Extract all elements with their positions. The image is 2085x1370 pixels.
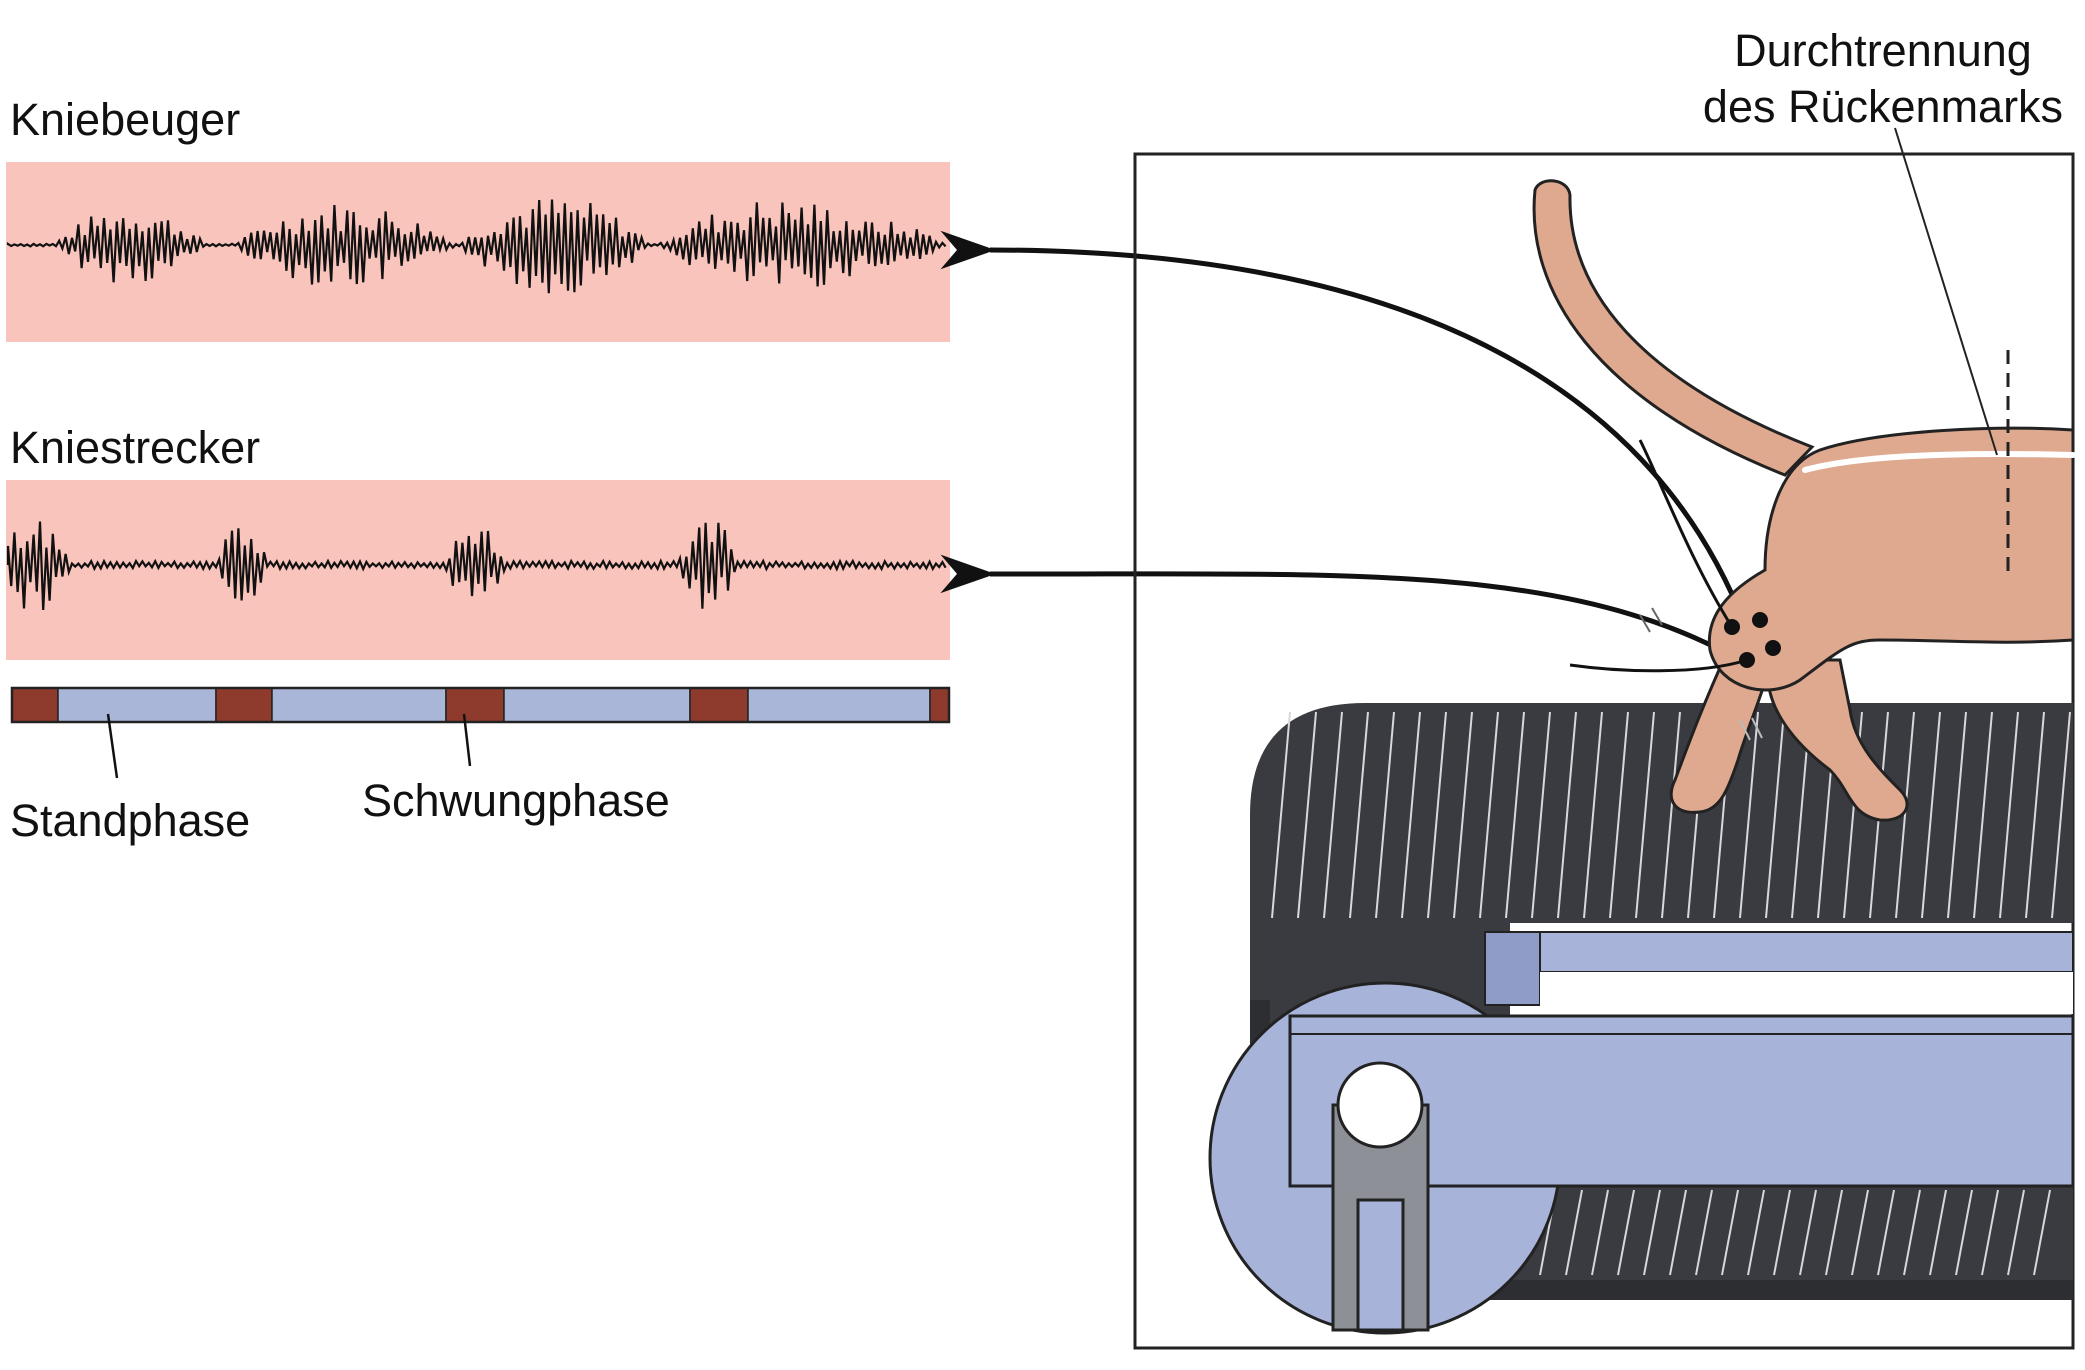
belt-stripes [1271, 711, 2071, 1276]
belt-stripe-lower [1929, 1189, 1947, 1276]
belt-stripe-lower [1669, 1189, 1687, 1276]
treadmill-top-rail [1484, 931, 2074, 973]
cat-hind-leg-front [1766, 658, 1909, 822]
belt-stripe [1271, 711, 1291, 919]
cat [1532, 127, 2076, 822]
extensor-arrow [940, 554, 1762, 675]
belt-stripe [1323, 711, 1343, 919]
belt-stripe-lower [1721, 1189, 1739, 1276]
extensor-label: Kniestrecker [10, 422, 261, 473]
motion-lines-1 [1639, 607, 1663, 633]
belt-stripe-lower [1617, 1189, 1635, 1276]
belt-stripe-lower [1747, 1189, 1765, 1276]
motion-lines-2 [1739, 717, 1763, 741]
belt-stripe [1349, 711, 1369, 919]
belt-stripe-lower [1825, 1189, 1843, 1276]
extensor-emg-trace [6, 521, 947, 611]
belt-stripe [1661, 711, 1681, 919]
belt-stripe [1895, 711, 1915, 919]
electrode-wire-1 [1638, 439, 1734, 628]
belt-stripe-lower [1981, 1189, 1999, 1276]
cat-body [1707, 426, 2075, 692]
belt-stripe [1427, 711, 1447, 919]
belt-stripe [1765, 711, 1785, 919]
treadmill-rail-brace [1484, 931, 1541, 1006]
lesion-label: Durchtrennung des Rückenmarks [1703, 23, 2063, 136]
treadmill-axle [1336, 1061, 1424, 1149]
belt-stripe [1453, 711, 1473, 919]
electrode-wire-2 [1569, 658, 1748, 673]
stance-phase-segment [503, 687, 691, 723]
belt-stripe [1635, 711, 1655, 919]
belt-stripe [1375, 711, 1395, 919]
belt-stripe [1947, 711, 1967, 919]
belt-stripe-lower [1799, 1189, 1817, 1276]
belt-stripe [2025, 711, 2045, 919]
stance-phase-segment [271, 687, 447, 723]
stance-pointer-line [106, 713, 119, 779]
belt-stripe [1583, 711, 1603, 919]
lesion-label-line-1: Durchtrennung [1734, 25, 2032, 76]
flexor-arrow [940, 230, 1748, 626]
belt-stripe-lower [1955, 1189, 1973, 1276]
belt-stripe [1297, 711, 1317, 919]
swing-phase-segment [11, 687, 59, 723]
treadmill-white-gap [1540, 972, 2073, 1014]
gait-phase-bar [11, 687, 950, 723]
swing-label: Schwungphase [362, 775, 670, 826]
belt-stripe [1557, 711, 1577, 919]
belt-stripe [1609, 711, 1629, 919]
belt-stripe-lower [1695, 1189, 1713, 1276]
swing-phase-segment [929, 687, 950, 723]
belt-stripe-lower [1565, 1189, 1583, 1276]
belt-stripe [1973, 711, 1993, 919]
lesion-label-line-2: des Rückenmarks [1702, 81, 2064, 133]
stance-label: Standphase [10, 795, 251, 846]
belt-stripe-lower [1591, 1189, 1609, 1276]
treadmill [1208, 703, 2075, 1335]
cat-tail [1532, 179, 1815, 477]
belt-stripe [1531, 711, 1551, 919]
belt-stripe [1921, 711, 1941, 919]
belt-stripe [1999, 711, 2019, 919]
belt-stripe-lower [2033, 1189, 2051, 1276]
belt-stripe-lower [1877, 1189, 1895, 1276]
phase-bar-outline [10, 686, 951, 724]
flexor-emg-trace [6, 199, 947, 294]
stance-phase-segment [57, 687, 217, 723]
stance-phase-segment [747, 687, 931, 723]
swing-phase-segment [215, 687, 273, 723]
electrode-2 [1752, 612, 1768, 628]
flexor-label: Kniebeuger [10, 94, 241, 145]
belt-stripe [2051, 711, 2071, 919]
belt-stripe-lower [1773, 1189, 1791, 1276]
lesion-pointer-line [1894, 127, 1998, 456]
swing-phase-segment [689, 687, 749, 723]
swing-pointer-line [462, 713, 472, 767]
spinal-cord-highlight [1802, 450, 2076, 473]
belt-stripe-lower [2007, 1189, 2025, 1276]
belt-stripe [1505, 711, 1525, 919]
belt-stripe-lower [1851, 1189, 1869, 1276]
belt-stripe-lower [1903, 1189, 1921, 1276]
belt-stripe [1401, 711, 1421, 919]
belt-stripe-lower [1643, 1189, 1661, 1276]
swing-phase-segment [445, 687, 505, 723]
belt-stripe [1479, 711, 1499, 919]
electrode-4 [1765, 640, 1781, 656]
belt-stripe [1739, 711, 1759, 919]
cat-hind-leg-back [1669, 648, 1772, 814]
